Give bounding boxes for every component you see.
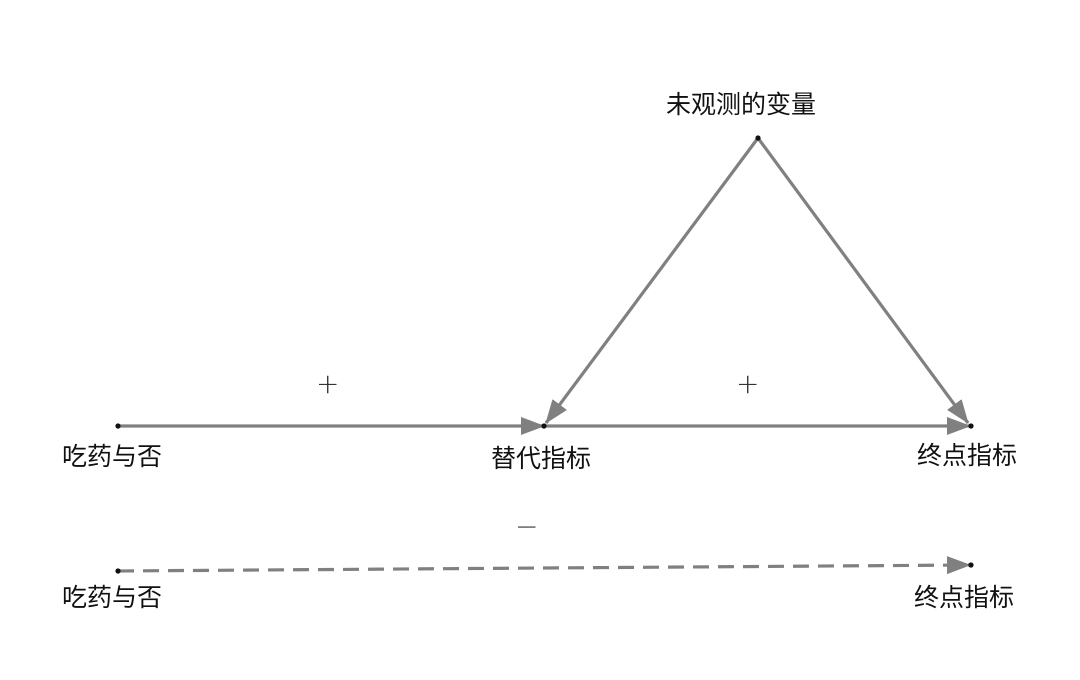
node-dot-drug-bottom — [115, 568, 121, 574]
sign-drug-to-surrogate: + — [316, 367, 339, 400]
edge-drug-to-endpoint-dashed — [117, 556, 971, 575]
sign-surrogate-to-endpoint: + — [736, 367, 759, 400]
node-label-endpoint-top: 终点指标 — [917, 441, 1017, 470]
node-label-surrogate: 替代指标 — [491, 444, 591, 473]
node-dot-endpoint-bottom — [968, 562, 974, 568]
edge-unobserved-to-surrogate — [544, 137, 760, 424]
node-label-drug-bottom: 吃药与否 — [62, 583, 162, 612]
edge-unobserved-to-endpoint — [756, 137, 970, 424]
node-dot-drug-top — [115, 423, 121, 429]
node-label-endpoint-bottom: 终点指标 — [914, 583, 1014, 612]
node-label-drug-top: 吃药与否 — [62, 442, 162, 471]
node-dot-surrogate — [541, 423, 547, 429]
node-label-unobserved: 未观测的变量 — [666, 90, 816, 119]
node-dot-unobserved — [755, 135, 761, 141]
sign-drug-to-endpoint: − — [515, 510, 538, 543]
node-dot-endpoint-top — [968, 423, 974, 429]
